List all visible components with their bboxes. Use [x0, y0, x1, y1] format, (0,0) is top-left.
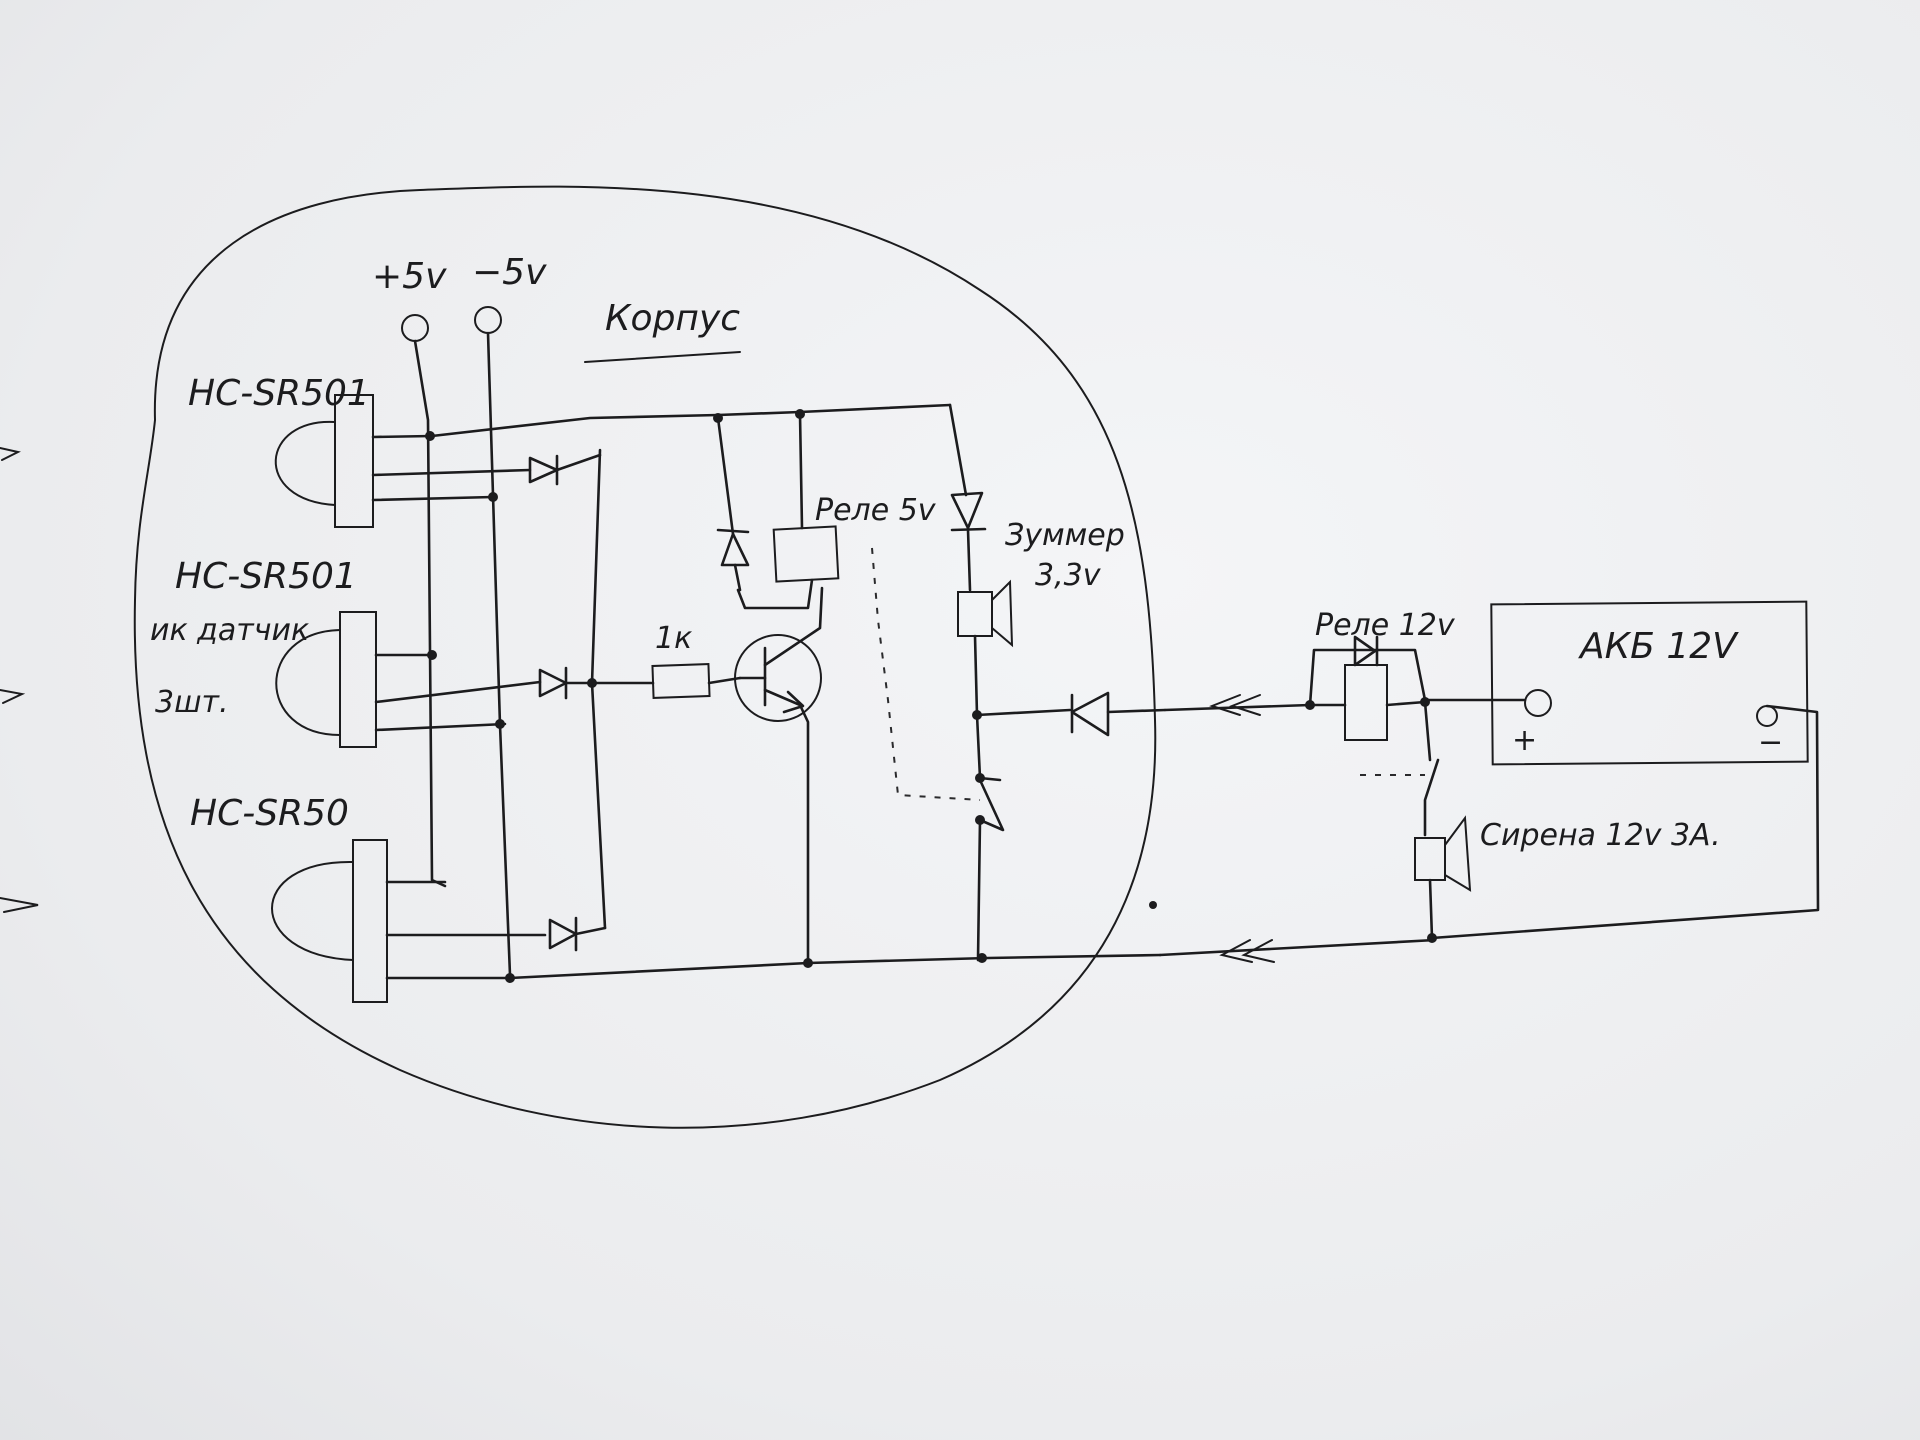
- siren: [1414, 837, 1446, 881]
- battery-box: [1490, 600, 1809, 766]
- ground-bus: [508, 953, 1162, 980]
- enclosure-label: Корпус: [605, 298, 740, 339]
- battery-plus-sign: +: [1512, 723, 1537, 758]
- buzzer: [957, 591, 993, 637]
- sensor-2-note-1: ик датчик: [150, 613, 309, 648]
- relay-5v-coil: [772, 525, 840, 583]
- relay-5v-coupling: [871, 547, 981, 801]
- sensor-1-diode: [528, 453, 602, 486]
- sensor-3-label: HC-SR50: [190, 793, 349, 834]
- relay-5v-lower-wire: [736, 578, 814, 610]
- buzzer-diode: [950, 491, 987, 592]
- buzzer-output-wire: [973, 634, 979, 717]
- sensor-2-note-2: 3шт.: [155, 685, 229, 720]
- junction-dots: [425, 409, 1437, 983]
- plus-5v-label: +5v: [372, 256, 447, 297]
- top-5v-rail: [430, 403, 952, 438]
- left-edge-marks: [0, 447, 39, 913]
- siren-label: Сирена 12v 3A.: [1480, 818, 1721, 853]
- minus-5v-terminal: [474, 306, 502, 334]
- relay-5v-switch: [975, 713, 1005, 962]
- transistor: [734, 586, 824, 965]
- battery-positive-terminal: [1524, 689, 1552, 717]
- plus-5v-wire: [413, 339, 447, 888]
- sensor-1-label: HC-SR501: [188, 373, 370, 414]
- siren-ground-wire: [1428, 878, 1434, 940]
- sensor-2-label: HC-SR501: [175, 556, 357, 597]
- battery-negative-terminal: [1756, 705, 1778, 727]
- resistor-label: 1к: [655, 621, 692, 656]
- buzzer-horn-icon: [991, 579, 1014, 648]
- resistor: [651, 662, 711, 700]
- battery-negative-wire: [1430, 704, 1820, 940]
- buzzer-label-1: Зуммер: [1005, 518, 1125, 553]
- plus-5v-terminal: [401, 314, 429, 342]
- sensor-2: [275, 611, 542, 748]
- alarm-out-arrow: [1209, 694, 1261, 716]
- battery-minus-sign: −: [1758, 725, 1783, 760]
- battery-label: АКБ 12V: [1578, 626, 1739, 667]
- alarm-output-diode: [975, 691, 1167, 737]
- ground-return-arrow: [1219, 939, 1275, 963]
- sensor-3: [271, 839, 547, 1003]
- relay-5v-label: Реле 5v: [815, 493, 937, 528]
- relay-12v: [1308, 635, 1427, 741]
- buzzer-label-2: 3,3v: [1035, 558, 1102, 593]
- relay-12v-switch: [1423, 700, 1440, 837]
- enclosure-outline: [133, 185, 1157, 1129]
- buzzer-supply-wire: [948, 403, 968, 497]
- ground-return-wire: [1158, 938, 1437, 957]
- relay-12v-label: Реле 12v: [1315, 608, 1456, 643]
- sensor-2-diode: [538, 666, 592, 700]
- enclosure-label-underline: [584, 351, 741, 363]
- relay-flyback-diode: [716, 416, 750, 592]
- siren-horn-icon: [1444, 815, 1472, 892]
- minus-5v-label: −5v: [472, 252, 547, 293]
- relay-5v-wire: [798, 412, 804, 530]
- minus-5v-wire: [486, 331, 512, 977]
- sensor-1: [274, 394, 532, 528]
- sensor-3-diode: [548, 916, 607, 952]
- diode-or-bus: [590, 448, 607, 930]
